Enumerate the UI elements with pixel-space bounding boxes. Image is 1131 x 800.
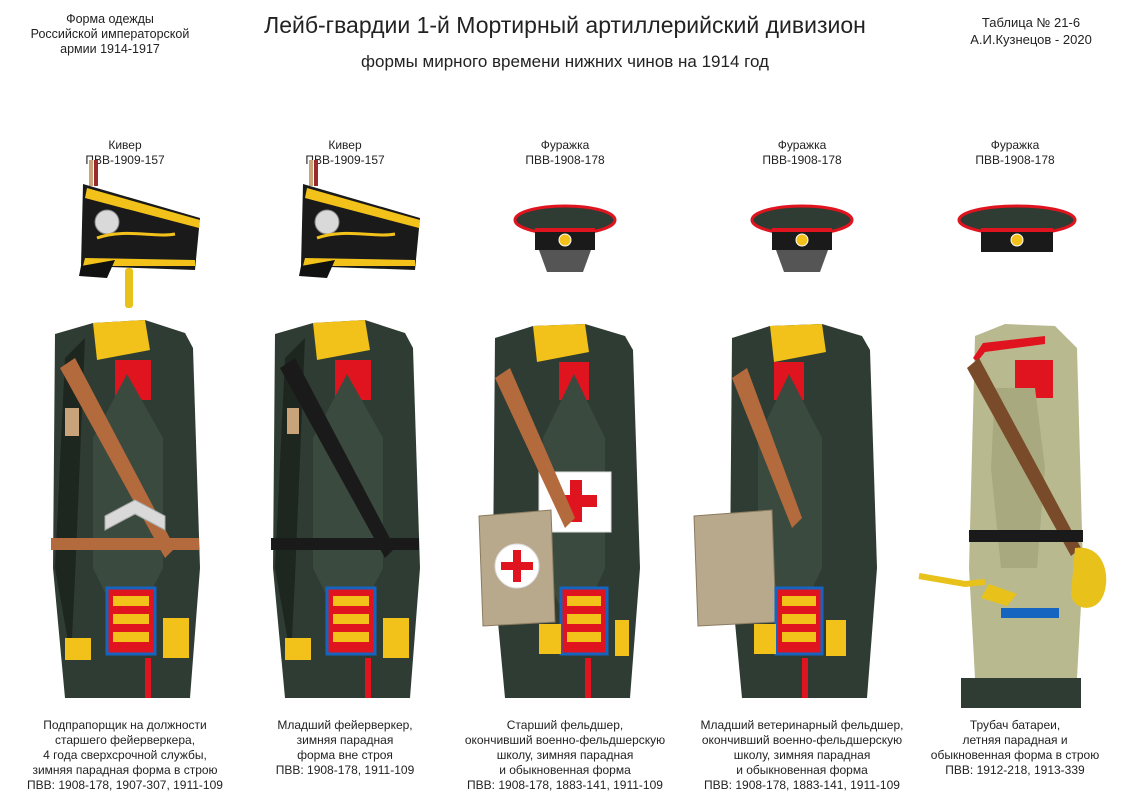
caption-line: ПВВ: 1908-178, 1907-307, 1911-109: [27, 778, 223, 792]
caption-line: летняя парадная и: [962, 733, 1068, 747]
page-subtitle: формы мирного времени нижних чинов на 19…: [361, 52, 769, 71]
figure-3: Фуражка ПВВ-1908-178 Старший фельдшер,: [455, 138, 675, 800]
headgear-name: Кивер: [328, 138, 362, 152]
figure-caption: Младший ветеринарный фельдшер, окончивши…: [692, 718, 912, 793]
peaked-cap-icon: [750, 204, 854, 272]
figure-1: Кивер ПВВ-1909-157: [15, 138, 235, 800]
caption-line: ПВВ: 1908-178, 1911-109: [275, 763, 415, 777]
headgear-name: Фуражка: [990, 138, 1040, 152]
table-number: Таблица № 21-6: [981, 15, 1081, 30]
figure-caption: Младший фейерверкер, зимняя парадная фор…: [235, 718, 455, 778]
headgear-label: Фуражка ПВВ-1908-178: [455, 138, 675, 168]
caption-line: и обыкновенная форма: [499, 763, 631, 777]
caption-line: форма вне строя: [297, 748, 393, 762]
figure-5: Фуражка ПВВ-1908-178 Трубач батареи, лет…: [905, 138, 1125, 800]
headgear-ref: ПВВ-1908-178: [525, 153, 605, 167]
headgear-name: Фуражка: [777, 138, 827, 152]
caption-line: обыкновенная форма в строю: [930, 748, 1100, 762]
caption-line: зимняя парадная форма в строю: [32, 763, 218, 777]
headgear-name: Фуражка: [540, 138, 590, 152]
caption-line: Младший ветеринарный фельдшер,: [700, 718, 904, 732]
headgear-ref: ПВВ-1908-178: [762, 153, 842, 167]
author-credit: А.И.Кузнецов - 2020: [970, 32, 1092, 47]
page-title: Лейб-гвардии 1-й Мортирный артиллерийски…: [264, 12, 866, 38]
caption-line: окончивший военно-фельдшерскую: [464, 733, 666, 747]
shako-icon: [299, 160, 420, 278]
caption-line: Подпрапорщик на должности: [43, 718, 207, 732]
caption-line: окончивший военно-фельдшерскую: [701, 733, 903, 747]
figure-caption: Трубач батареи, летняя парадная и обыкно…: [905, 718, 1125, 778]
headgear-ref: ПВВ-1909-157: [305, 153, 385, 167]
headgear-ref: ПВВ-1908-178: [975, 153, 1055, 167]
caption-line: школу, зимняя парадная: [496, 748, 634, 762]
caption-line: Трубач батареи,: [969, 718, 1061, 732]
caption-line: Старший фельдшер,: [506, 718, 624, 732]
table-reference: Таблица № 21-6 А.И.Кузнецов - 2020: [951, 14, 1111, 48]
headgear-label: Фуражка ПВВ-1908-178: [905, 138, 1125, 168]
series-label-line: Форма одежды: [66, 12, 154, 26]
caption-line: старшего фейерверкера,: [54, 733, 196, 747]
uniform-illustration: [271, 160, 420, 698]
uniform-illustration: [478, 204, 640, 698]
figure-caption: Старший фельдшер, окончивший военно-фель…: [455, 718, 675, 793]
caption-line: зимняя парадная: [296, 733, 394, 747]
series-label-line: армии 1914-1917: [60, 42, 160, 56]
caption-line: ПВВ: 1908-178, 1883-141, 1911-109: [467, 778, 663, 792]
peaked-cap-icon: [957, 204, 1077, 252]
headgear-ref: ПВВ-1909-157: [85, 153, 165, 167]
uniform-illustration: [693, 204, 877, 698]
caption-line: ПВВ: 1912-218, 1913-339: [945, 763, 1085, 777]
headgear-name: Кивер: [108, 138, 142, 152]
peaked-cap-icon: [513, 204, 617, 272]
caption-line: Младший фейерверкер,: [277, 718, 413, 732]
caption-line: ПВВ: 1908-178, 1883-141, 1911-109: [704, 778, 900, 792]
figure-caption: Подпрапорщик на должности старшего фейер…: [15, 718, 235, 793]
figure-2: Кивер ПВВ-1909-157 Младший фейерверкер,: [235, 138, 455, 800]
figure-4: Фуражка ПВВ-1908-178 Младший ветеринарны…: [692, 138, 912, 800]
caption-line: и обыкновенная форма: [736, 763, 868, 777]
headgear-label: Фуражка ПВВ-1908-178: [692, 138, 912, 168]
headgear-label: Кивер ПВВ-1909-157: [15, 138, 235, 168]
headgear-label: Кивер ПВВ-1909-157: [235, 138, 455, 168]
caption-line: 4 года сверхсрочной службы,: [43, 748, 207, 762]
series-label: Форма одежды Российской императорской ар…: [20, 12, 200, 57]
series-label-line: Российской императорской: [30, 27, 190, 41]
caption-line: школу, зимняя парадная: [733, 748, 871, 762]
uniform-illustration: [918, 204, 1107, 708]
shako-icon: [79, 160, 200, 308]
uniform-illustration: [51, 160, 200, 698]
